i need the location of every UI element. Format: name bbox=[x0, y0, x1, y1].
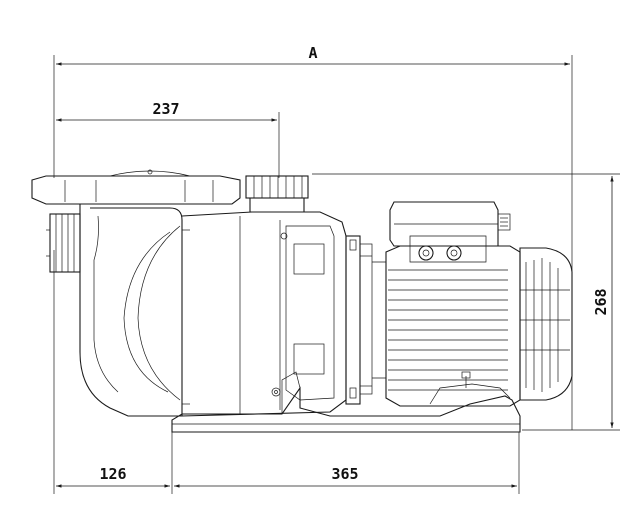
dimension-237: 237 bbox=[56, 100, 280, 178]
dimension-126-label: 126 bbox=[99, 465, 126, 483]
dimension-126: 126 bbox=[53, 250, 173, 494]
dimension-237-label: 237 bbox=[152, 100, 179, 118]
dimension-268-label: 268 bbox=[592, 288, 610, 315]
dimension-a: A bbox=[53, 44, 573, 430]
dimension-365-label: 365 bbox=[331, 465, 358, 483]
motor-cooling-fins bbox=[388, 269, 508, 391]
dimension-268: 268 bbox=[312, 173, 620, 431]
dimension-a-label: A bbox=[308, 44, 317, 62]
dimension-365: 365 bbox=[174, 432, 520, 494]
fan-cover-vents bbox=[520, 258, 570, 392]
pump-outline bbox=[31, 169, 573, 433]
